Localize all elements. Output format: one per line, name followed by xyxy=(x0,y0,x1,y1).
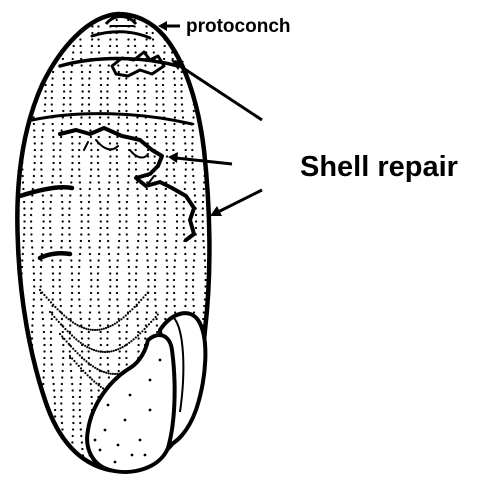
protoconch-label: protoconch xyxy=(186,16,291,37)
repair-arrow-lower xyxy=(210,190,262,216)
protoconch-arrow xyxy=(158,21,180,31)
shell-repair-label: Shell repair xyxy=(300,151,458,183)
